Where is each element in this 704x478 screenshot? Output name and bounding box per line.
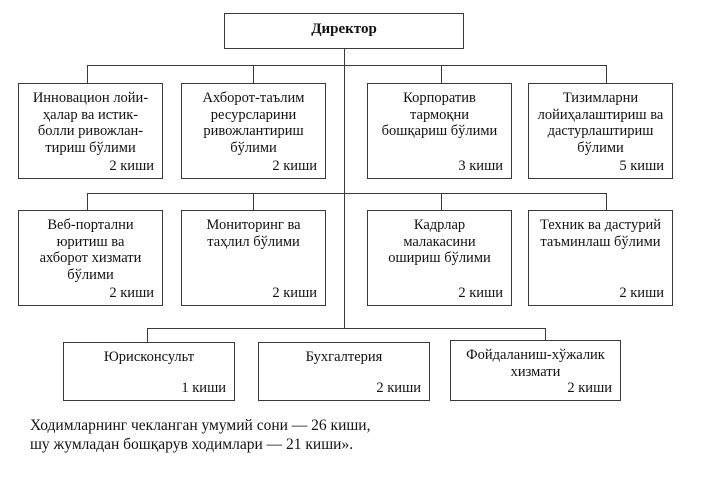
dept-info-education-box: Ахборот-таълим ресурсларини ривожлантири… xyxy=(181,83,326,179)
dept-innovation-box: Инновацион лойи- ҳалар ва истик- болли р… xyxy=(18,83,163,179)
row2-drop xyxy=(87,193,89,210)
dept-title: Тизимларни лойиҳалаштириш ва дастурлашти… xyxy=(537,90,664,156)
dept-staff-count: 2 киши xyxy=(272,158,317,174)
dept-personnel-training-box: Кадрлар малакасини ошириш бўлими 2 киши xyxy=(367,210,512,306)
row1-connector xyxy=(87,65,607,67)
dept-accounting-box: Бухгалтерия 2 киши xyxy=(258,342,430,401)
dept-tech-software-box: Техник ва дастурий таъминлаш бўлими 2 ки… xyxy=(528,210,673,306)
dept-systems-design-box: Тизимларни лойиҳалаштириш ва дастурлашти… xyxy=(528,83,673,179)
row3-drop xyxy=(545,328,547,343)
row1-drop xyxy=(253,65,255,83)
dept-staff-count: 2 киши xyxy=(458,285,503,301)
dept-title: Ахборот-таълим ресурсларини ривожлантири… xyxy=(202,90,305,156)
dept-web-portal-box: Веб-портални юритиш ва ахборот хизмати б… xyxy=(18,210,163,306)
row1-drop xyxy=(87,65,89,83)
row2-connector xyxy=(87,193,607,195)
row3-drop xyxy=(147,328,149,343)
director-box: Директор xyxy=(224,13,464,49)
dept-title: Бухгалтерия xyxy=(305,349,383,365)
dept-staff-count: 2 киши xyxy=(109,158,154,174)
row1-drop xyxy=(441,65,443,83)
dept-title: Фойдаланиш-хўжалик хизмати xyxy=(466,347,605,380)
dept-staff-count: 2 киши xyxy=(109,285,154,301)
dept-title: Корпоратив тармоқни бошқариш бўлими xyxy=(381,90,498,139)
trunk-line xyxy=(344,48,346,329)
row2-drop xyxy=(606,193,608,210)
dept-staff-count: 2 киши xyxy=(376,380,421,396)
dept-title: Кадрлар малакасини ошириш бўлими xyxy=(388,217,491,266)
director-title: Директор xyxy=(311,21,377,37)
dept-title: Веб-портални юритиш ва ахборот хизмати б… xyxy=(39,217,142,283)
dept-legal-box: Юрисконсульт 1 киши xyxy=(63,342,235,401)
dept-corporate-network-box: Корпоратив тармоқни бошқариш бўлими 3 ки… xyxy=(367,83,512,179)
row3-connector xyxy=(147,328,546,330)
dept-staff-count: 2 киши xyxy=(619,285,664,301)
row2-drop xyxy=(253,193,255,210)
row1-drop xyxy=(606,65,608,83)
staff-summary-text: Ходимларнинг чекланган умумий сони — 26 … xyxy=(30,417,371,453)
dept-title: Инновацион лойи- ҳалар ва истик- болли р… xyxy=(32,90,149,156)
dept-staff-count: 3 киши xyxy=(458,158,503,174)
dept-staff-count: 1 киши xyxy=(181,380,226,396)
dept-staff-count: 2 киши xyxy=(272,285,317,301)
dept-staff-count: 2 киши xyxy=(567,380,612,396)
dept-title: Мониторинг ва таҳлил бўлими xyxy=(206,217,301,250)
dept-maintenance-box: Фойдаланиш-хўжалик хизмати 2 киши xyxy=(450,340,621,401)
dept-staff-count: 5 киши xyxy=(619,158,664,174)
row2-drop xyxy=(441,193,443,210)
dept-monitoring-box: Мониторинг ва таҳлил бўлими 2 киши xyxy=(181,210,326,306)
dept-title: Юрисконсульт xyxy=(103,349,195,365)
dept-title: Техник ва дастурий таъминлаш бўлими xyxy=(539,217,662,250)
